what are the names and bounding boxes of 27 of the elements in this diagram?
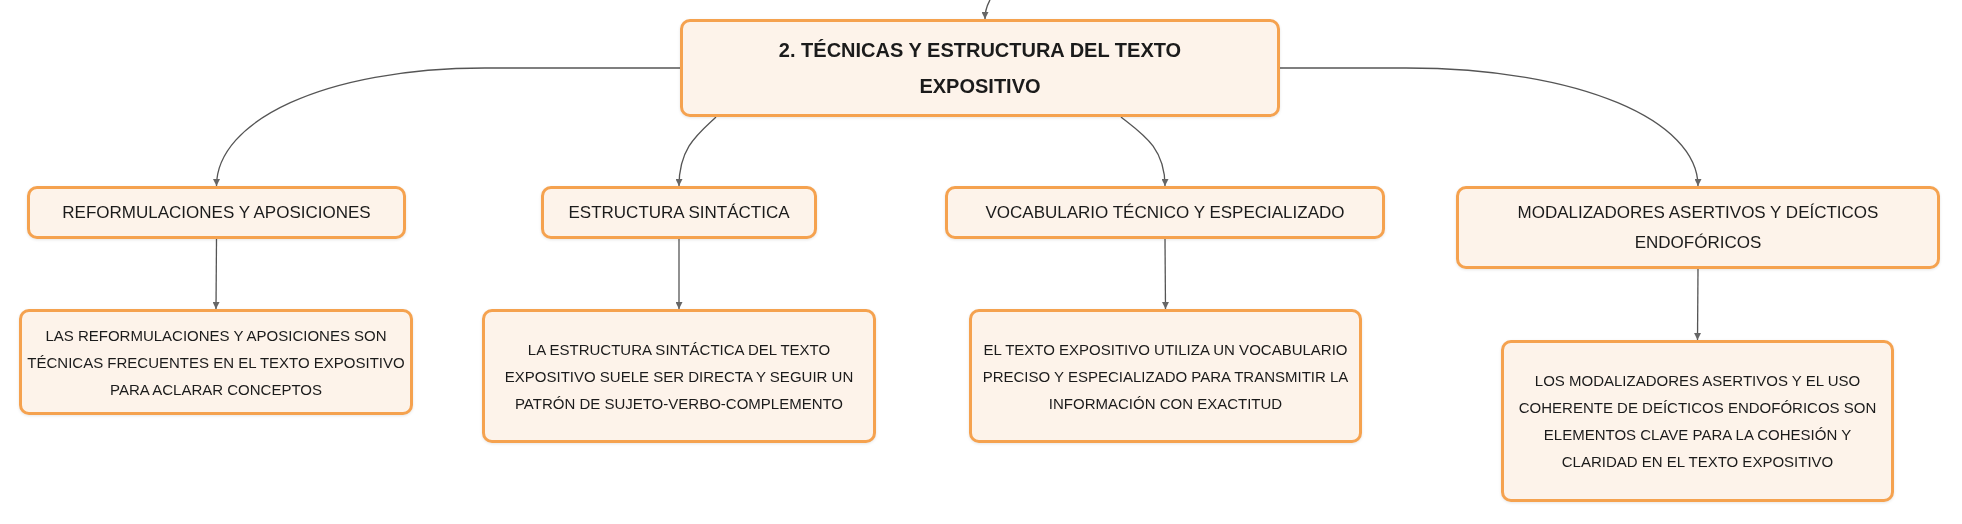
description-box	[1501, 340, 1894, 502]
subtopic-box	[1456, 186, 1940, 269]
connector-arrow	[675, 238, 683, 310]
description-text: EL TEXTO EXPOSITIVO UTILIZA UN VOCABULARIO PRECISO Y ESPECIALIZADO PARA TRANSMITIR LA INFORMACIÓN CON EXACTITUD	[981, 339, 1350, 414]
description-box	[482, 309, 876, 443]
description-box	[19, 309, 413, 415]
subtopic-label: MODALIZADORES ASERTIVOS Y DEÍCTICOS ENDOFÓRICOS	[1516, 201, 1880, 254]
connector-arrow	[212, 238, 220, 310]
connector-arrow	[1120, 116, 1169, 187]
description-box	[969, 309, 1362, 443]
subtopic-box	[27, 186, 406, 239]
subtopic-label: ESTRUCTURA SINTÁCTICA	[568, 201, 790, 224]
description-text: LA ESTRUCTURA SINTÁCTICA DEL TEXTO EXPOSITIVO SUELE SER DIRECTA Y SEGUIR UN PATRÓN DE SUJETO-VERBO-COMPLEMENTO	[503, 339, 855, 414]
description-text: LOS MODALIZADORES ASERTIVOS Y EL USO COHERENTE DE DEÍCTICOS ENDOFÓRICOS SON ELEMENTOS CLAVE PARA LA COHESIÓN Y CLARIDAD EN EL TEXTO EXPOSITIVO	[1517, 371, 1878, 472]
description-text: LAS REFORMULACIONES Y APOSICIONES SON TÉCNICAS FRECUENTES EN EL TEXTO EXPOSITIVO PARA ACLARAR CONCEPTOS	[26, 325, 406, 400]
connector-arrow	[675, 116, 717, 187]
connector-arrow	[981, 0, 991, 20]
subtopic-label: REFORMULACIONES Y APOSICIONES	[62, 201, 371, 224]
topic-box	[680, 19, 1280, 117]
subtopic-box	[541, 186, 817, 239]
subtopic-box	[945, 186, 1385, 239]
topic-title: 2. TÉCNICAS Y ESTRUCTURA DEL TEXTO EXPOSITIVO	[777, 38, 1183, 99]
connector-arrow	[1161, 238, 1169, 310]
connector-arrow	[1694, 268, 1702, 341]
subtopic-label: VOCABULARIO TÉCNICO Y ESPECIALIZADO	[985, 201, 1345, 224]
connector-arrow	[214, 67, 681, 187]
connector-arrow	[1279, 67, 1701, 187]
